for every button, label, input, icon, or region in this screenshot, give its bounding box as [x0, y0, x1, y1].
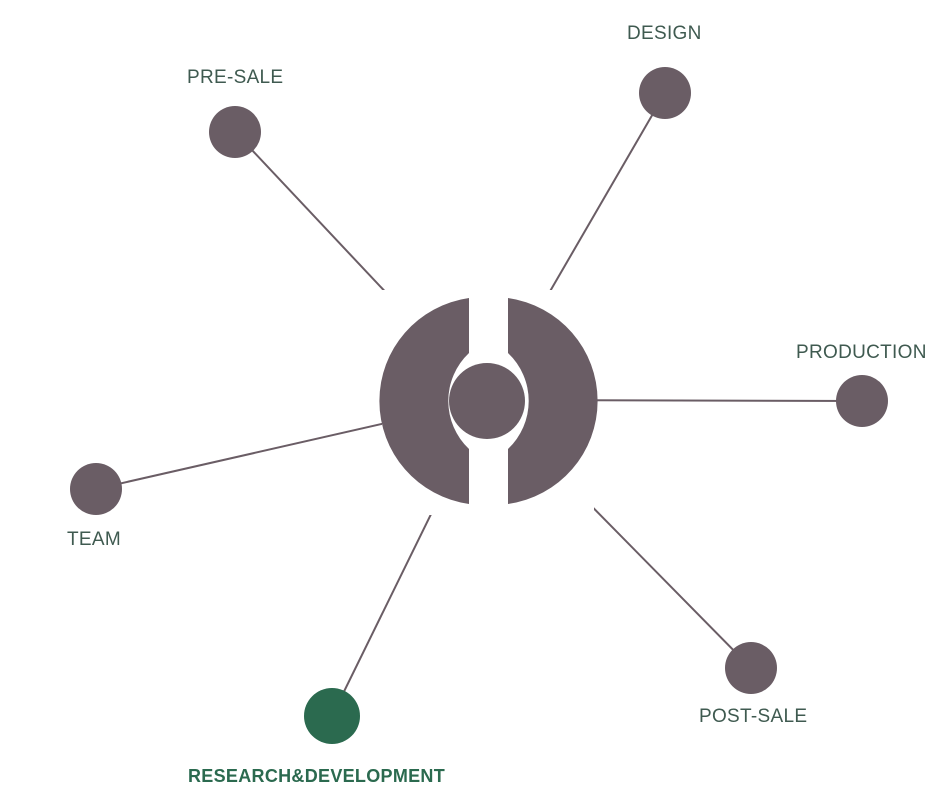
hub-ring-left	[379, 298, 469, 504]
label-team[interactable]: TEAM	[67, 529, 121, 550]
hub	[379, 290, 598, 515]
label-design[interactable]: DESIGN	[627, 23, 702, 44]
node-research-development[interactable]	[304, 688, 360, 744]
label-pre-sale[interactable]: PRE-SALE	[187, 67, 284, 88]
hub-core	[449, 363, 525, 439]
label-production[interactable]: PRODUCTION	[796, 342, 927, 363]
label-post-sale[interactable]: POST-SALE	[699, 706, 808, 727]
hub-ring-right	[508, 298, 598, 504]
node-pre-sale[interactable]	[209, 106, 261, 158]
node-production[interactable]	[836, 375, 888, 427]
node-post-sale[interactable]	[725, 642, 777, 694]
node-team[interactable]	[70, 463, 122, 515]
node-design[interactable]	[639, 67, 691, 119]
label-research-development[interactable]: RESEARCH&DEVELOPMENT	[188, 766, 446, 786]
